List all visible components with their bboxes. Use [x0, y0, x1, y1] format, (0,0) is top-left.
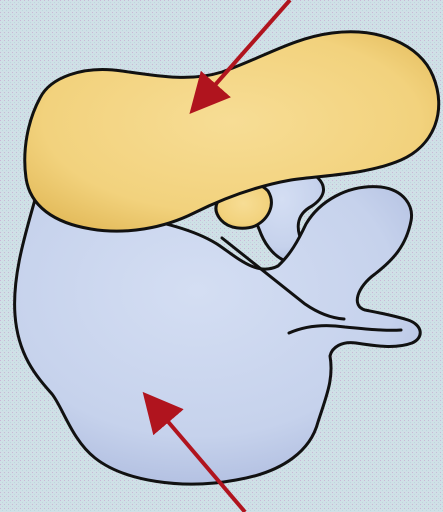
ribosome-illustration — [0, 0, 443, 512]
ribosome-diagram — [0, 0, 443, 512]
